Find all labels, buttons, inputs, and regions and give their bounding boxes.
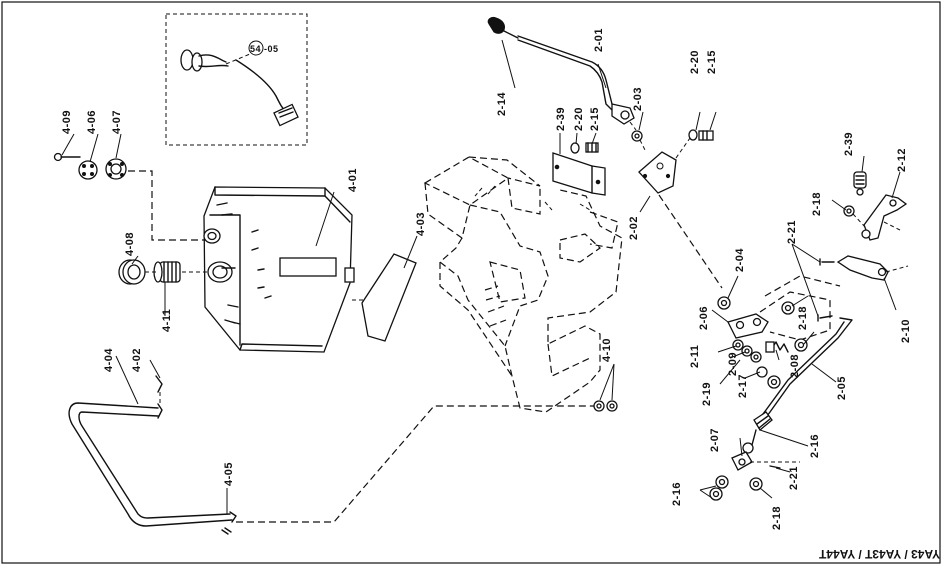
fuel-gauge-parts (53, 152, 127, 180)
label-2-10: 2-10 (900, 319, 912, 343)
label-2-11: 2-11 (689, 345, 701, 368)
label-2-15-left: 2-15 (589, 107, 601, 131)
label-2-15-right: 2-15 (706, 50, 718, 74)
label-2-09: 2-09 (727, 352, 739, 376)
spring-2-39-right (853, 171, 867, 196)
washer-2-18-top (843, 205, 855, 217)
label-2-19: 2-19 (701, 382, 713, 406)
label-2-21-top: 2-21 (786, 220, 798, 244)
washers-2-16-lower (709, 475, 729, 501)
bracket-2-39 (552, 152, 606, 196)
label-2-18-top: 2-18 (811, 192, 823, 216)
washer-2-03 (631, 130, 643, 142)
label-2-39-right: 2-39 (843, 132, 855, 156)
leader-lines (61, 39, 901, 514)
label-2-01: 2-01 (593, 28, 605, 52)
link-block-2-06 (727, 275, 841, 341)
label-4-08: 4-08 (124, 232, 136, 256)
label-2-05: 2-05 (836, 376, 848, 400)
label-2-16-left: 2-16 (671, 482, 683, 506)
label-4-10: 4-10 (601, 338, 613, 362)
gauge-plate-4-03 (352, 253, 417, 342)
label-2-06: 2-06 (698, 306, 710, 330)
cotter-pins-2-21 (817, 258, 835, 322)
svg-text:YA43 / YA43T / YA44T: YA43 / YA43T / YA44T (818, 547, 940, 561)
shift-plate-2-02 (638, 151, 677, 194)
lever-2-10 (836, 255, 909, 281)
label-2-21-bottom: 2-21 (788, 466, 800, 490)
bolt-2-15-right (698, 130, 714, 141)
label-2-20-right: 2-20 (689, 50, 701, 74)
label-2-39-left: 2-39 (555, 107, 567, 131)
nut-2-18-mid (781, 301, 795, 315)
label-4-01: 4-01 (347, 168, 359, 192)
fuel-cap-4-08 (118, 259, 146, 285)
shift-rod-2-05 (742, 317, 853, 454)
washer-2-20-left (570, 142, 580, 154)
label-4-04: 4-04 (103, 348, 115, 372)
washer-2-20-right (688, 129, 698, 141)
tank-strap-4-04 (68, 375, 237, 535)
model-title: YA43 / YA43T / YA44T (818, 547, 940, 561)
label-4-03: 4-03 (415, 212, 427, 236)
label-2-20-left: 2-20 (573, 107, 585, 131)
label-2-08: 2-08 (789, 354, 801, 378)
label-4-05: 4-05 (223, 462, 235, 486)
inset-detail: 54 -05 (165, 13, 308, 146)
label-2-18-bottom: 2-18 (771, 506, 783, 530)
label-4-11: 4-11 (161, 309, 173, 332)
nuts-4-10 (593, 400, 618, 412)
inset-reference-callout: 54 -05 (248, 40, 279, 56)
washers-2-09-2-11 (732, 339, 762, 363)
label-2-03: 2-03 (632, 87, 644, 111)
bellcrank-2-12 (861, 194, 908, 241)
chassis-frame-outline (423, 156, 623, 413)
svg-text:-05: -05 (264, 44, 279, 54)
nut-2-18-lower (794, 338, 808, 352)
washer-2-04 (717, 296, 731, 310)
label-2-14: 2-14 (496, 92, 508, 116)
nuts-2-17-2-19 (756, 366, 781, 389)
fuel-tank (203, 186, 355, 353)
label-2-12: 2-12 (896, 148, 908, 172)
strap-to-frame-line (236, 405, 598, 523)
svg-text:54: 54 (250, 44, 261, 54)
label-4-09: 4-09 (61, 110, 73, 134)
washer-2-18-bottom (749, 477, 763, 491)
label-2-07: 2-07 (709, 428, 721, 452)
bolt-2-15-left (585, 142, 599, 153)
spring-2-08 (765, 341, 789, 353)
label-2-17: 2-17 (737, 374, 749, 398)
label-2-18-mid: 2-18 (797, 306, 809, 330)
label-2-16-right: 2-16 (809, 434, 821, 458)
part-labels: 4-01 4-03 4-08 4-11 4-04 4-02 4-05 4-09 … (61, 28, 912, 530)
label-2-04: 2-04 (734, 248, 746, 272)
label-4-07: 4-07 (111, 110, 123, 134)
label-2-02: 2-02 (628, 216, 640, 240)
label-4-06: 4-06 (86, 110, 98, 134)
label-4-02: 4-02 (131, 348, 143, 372)
shift-lever-2-01 (487, 17, 635, 125)
fuel-strainer-4-11 (153, 261, 181, 283)
